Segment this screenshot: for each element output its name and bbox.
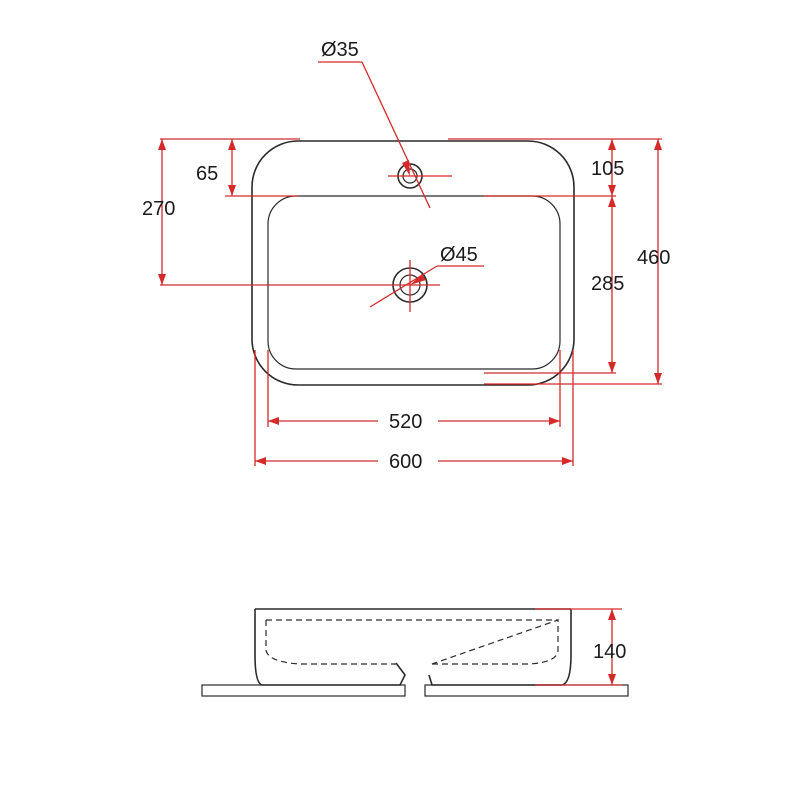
dimension-270-label: 270: [142, 198, 175, 220]
dimension-65: [228, 139, 236, 196]
tap-hole-leader: [318, 61, 431, 209]
dimension-140-label: 140: [593, 641, 626, 663]
dimension-520-label: 520: [389, 411, 422, 433]
dimension-460-label: 460: [637, 247, 670, 269]
dimension-285-label: 285: [591, 273, 624, 295]
dimension-600-label: 600: [389, 451, 422, 473]
waste-hole-leader: [369, 265, 484, 308]
dimension-140: [608, 609, 616, 685]
dimension-105-label: 105: [591, 158, 624, 180]
basin-inner-bowl: [267, 195, 561, 370]
basin-body-left: [254, 609, 406, 686]
side-view: 140: [201, 608, 629, 697]
waste-hole-diameter-label: Ø45: [440, 244, 478, 266]
top-view: Ø35 Ø45 65 270: [142, 39, 670, 473]
basin-outer-rim: [251, 140, 575, 386]
tap-hole-diameter-label: Ø35: [321, 39, 359, 61]
basin-inner-hidden-contour: [265, 619, 559, 665]
dimension-600: [255, 457, 573, 465]
dimension-65-label: 65: [196, 163, 218, 185]
countertop-right: [424, 684, 629, 697]
dimension-460: [654, 139, 662, 384]
countertop-left: [201, 684, 406, 697]
dimension-105: [608, 139, 616, 196]
dimension-285: [608, 196, 616, 373]
dimension-520: [268, 417, 560, 425]
dimension-270: [158, 139, 166, 285]
